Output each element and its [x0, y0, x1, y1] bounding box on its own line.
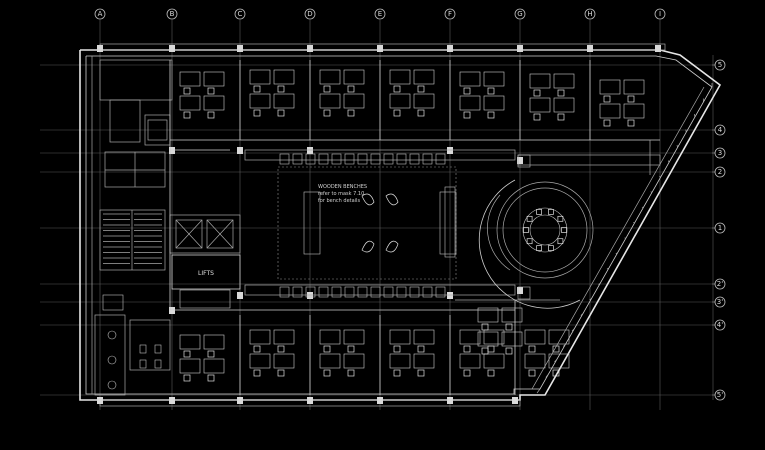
column-bubble-label: A: [98, 10, 103, 18]
column-bubble-B: [166, 8, 178, 20]
column-bubble-A: [94, 8, 106, 20]
column-bubble-I: [654, 8, 666, 20]
column-pier: [517, 287, 523, 294]
column-pier: [512, 397, 518, 404]
column-bubble-label: G: [517, 10, 522, 18]
column-pier: [307, 45, 313, 52]
row-bubble-label: 3': [717, 298, 723, 306]
column-pier: [377, 397, 383, 404]
column-pier: [307, 292, 313, 299]
column-pier: [97, 45, 103, 52]
column-bubble-label: C: [238, 10, 243, 18]
column-bubble-E: [374, 8, 386, 20]
column-pier: [377, 45, 383, 52]
column-pier: [169, 147, 175, 154]
row-bubble-5': [714, 389, 726, 401]
row-bubble-3': [714, 296, 726, 308]
column-pier: [237, 147, 243, 154]
row-bubble-3: [714, 147, 726, 159]
row-bubble-4': [714, 319, 726, 331]
corridor-storage-units: [279, 153, 531, 300]
row-grid-lines: [40, 55, 715, 400]
column-bubble-label: D: [307, 10, 312, 18]
column-pier: [447, 292, 453, 299]
lifts-label: LIFTS: [198, 270, 214, 277]
column-bubble-label: I: [659, 10, 661, 18]
column-pier: [447, 397, 453, 404]
bench-note-line-1: WOODEN BENCHES: [318, 184, 367, 190]
office-partitions: [169, 60, 661, 395]
column-pier: [237, 397, 243, 404]
column-bubble-D: [304, 8, 316, 20]
row-bubble-5: [714, 59, 726, 71]
column-bubble-H: [584, 8, 596, 20]
column-pier: [169, 307, 175, 314]
column-bubble-label: F: [448, 10, 452, 18]
curtain-wall-mullions: [531, 83, 713, 394]
column-pier: [307, 147, 313, 154]
row-bubble-label: 2: [718, 168, 722, 176]
column-pier: [169, 45, 175, 52]
central-lounge: WOODEN BENCHES refer to mask 7.10 for be…: [303, 184, 457, 255]
column-pier: [447, 147, 453, 154]
structural-columns: [97, 45, 661, 404]
column-pier: [169, 397, 175, 404]
row-bubble-label: 3: [718, 149, 722, 157]
workstation-clusters: [179, 69, 645, 382]
column-pier: [97, 397, 103, 404]
building-core: LIFTS: [94, 59, 241, 396]
column-pier: [655, 45, 661, 52]
column-bubble-label: E: [378, 10, 382, 18]
row-bubble-2': [714, 278, 726, 290]
column-pier: [447, 45, 453, 52]
meeting-chairs: [523, 209, 567, 251]
column-bubble-G: [514, 8, 526, 20]
round-meeting-room: [478, 179, 594, 309]
row-bubble-label: 1: [718, 224, 722, 232]
row-bubble-label: 5': [717, 391, 723, 399]
column-pier: [237, 292, 243, 299]
column-bubble-F: [444, 8, 456, 20]
row-bubble-4: [714, 124, 726, 136]
stair-treads: [103, 213, 162, 264]
row-bubble-2: [714, 166, 726, 178]
row-bubble-label: 4: [718, 126, 723, 134]
bench-note-line-2: refer to mask 7.10: [318, 191, 364, 197]
column-bubble-C: [234, 8, 246, 20]
row-bubble-label: 4': [717, 321, 723, 329]
row-bubble-1: [714, 222, 726, 234]
row-grid-bubbles: 5 4 3 2 1 2' 3' 4' 5': [714, 59, 726, 401]
column-bubble-label: B: [170, 10, 175, 18]
column-pier: [517, 157, 523, 164]
column-bubble-label: H: [587, 10, 592, 18]
column-pier: [237, 45, 243, 52]
column-pier: [587, 45, 593, 52]
column-pier: [517, 45, 523, 52]
column-grid-bubbles: A B C D E F G H I: [94, 8, 666, 20]
column-pier: [307, 397, 313, 404]
row-bubble-label: 2': [717, 280, 723, 288]
row-bubble-label: 5: [718, 61, 722, 69]
bench-note-line-3: for bench details: [318, 198, 360, 204]
